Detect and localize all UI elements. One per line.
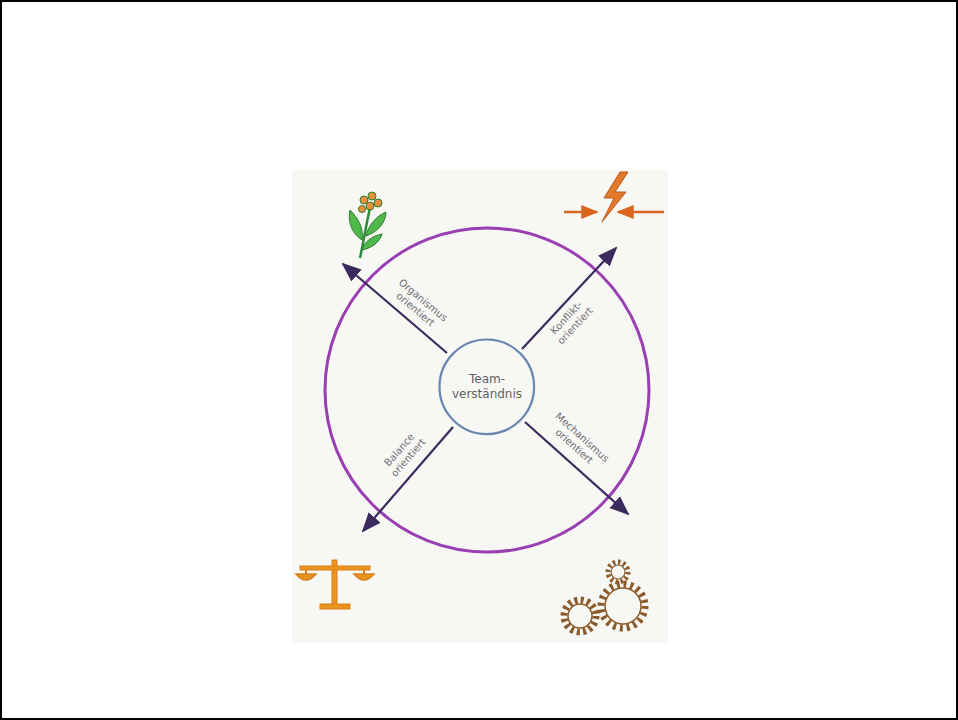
arrow-label: Konflikt- orientiert bbox=[545, 295, 597, 348]
arrow-label: Organismus orientiert bbox=[387, 275, 451, 334]
node-text: Team- verständnis bbox=[448, 372, 526, 402]
scales-icon bbox=[296, 560, 374, 609]
lightning-icon bbox=[564, 172, 664, 222]
arrow-label: Mechanismus orientiert bbox=[543, 409, 613, 475]
direction-arrows bbox=[343, 248, 628, 531]
flower-icon bbox=[349, 192, 386, 258]
arrow-label: Balance orientiert bbox=[378, 427, 429, 481]
center-circle: Team- verständnis bbox=[438, 338, 536, 436]
gears-icon bbox=[564, 562, 645, 632]
outer-circle bbox=[325, 228, 649, 552]
photo-ground bbox=[292, 170, 668, 643]
